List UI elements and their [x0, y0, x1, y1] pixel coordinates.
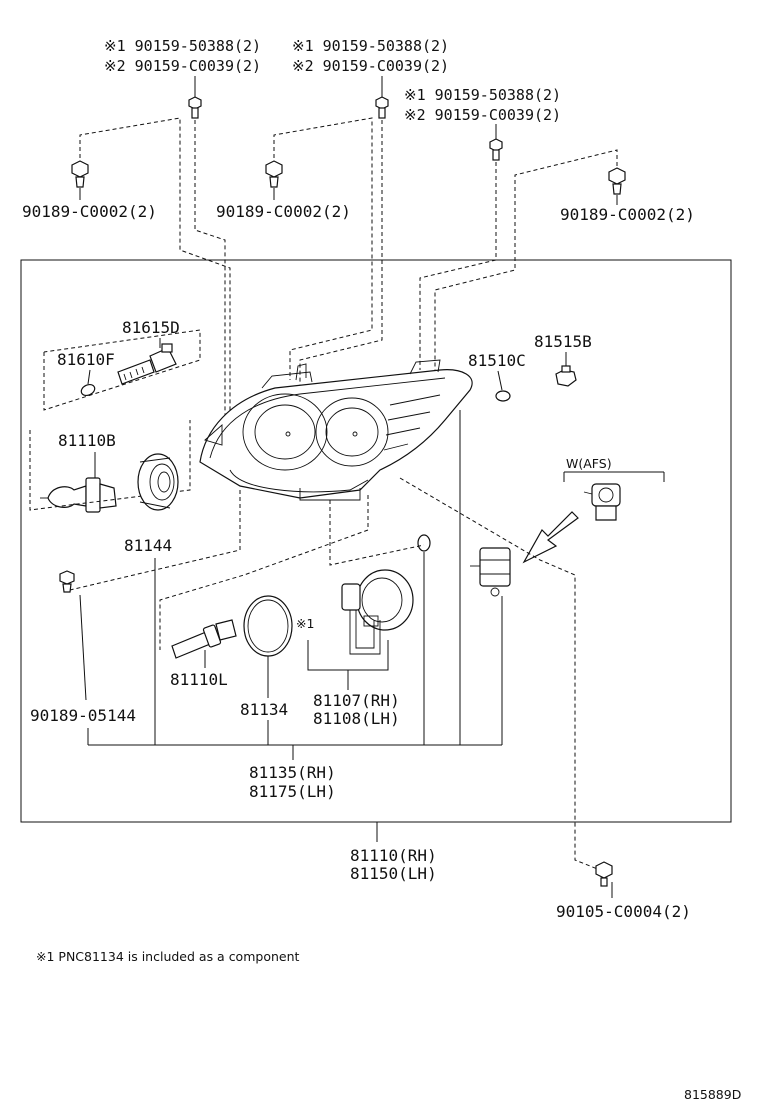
- label-81135: 81135(RH): [249, 763, 336, 782]
- footnote: ※1 PNC81134 is included as a component: [36, 949, 300, 964]
- afs-motor-icon: [583, 483, 621, 521]
- label-clip-left: 90189-C0002(2): [22, 202, 157, 221]
- guide-dashed: [329, 500, 425, 566]
- label-bolt-left-2: ※2 90159-C0039(2): [104, 57, 261, 75]
- label-w-afs: W(AFS): [566, 456, 612, 471]
- label-81175: 81175(LH): [249, 782, 336, 801]
- guide-dashed: [299, 120, 383, 395]
- socket-81615d-icon: [117, 343, 177, 385]
- leveling-actuator-icon: [470, 547, 511, 597]
- screw-icon: [595, 861, 613, 887]
- arrow-icon: [522, 511, 579, 564]
- label-bolt-mid-2: ※2 90159-C0039(2): [292, 57, 449, 75]
- clip-icon: [265, 160, 283, 188]
- bracket-81107: [307, 640, 389, 671]
- label-mark-1: ※1: [296, 616, 314, 631]
- label-81107: 81107(RH): [313, 691, 400, 710]
- guide-dashed: [419, 162, 497, 370]
- label-clip-mid: 90189-C0002(2): [216, 202, 351, 221]
- diagram-id: 815889D: [684, 1087, 741, 1102]
- guide-dashed: [399, 477, 601, 871]
- label-90105: 90105-C0004(2): [556, 902, 691, 921]
- bolt-icon: [188, 96, 202, 119]
- label-81110L: 81110L: [170, 670, 228, 689]
- clip-icon: [71, 160, 89, 188]
- bulb-81110b-icon: [40, 477, 117, 513]
- guide-dashed: [434, 149, 618, 375]
- label-clip-right: 90189-C0002(2): [560, 205, 695, 224]
- assembly-frame: [20, 259, 732, 823]
- bulb-81510c-icon: [495, 390, 511, 402]
- guide-dashed: [29, 420, 191, 511]
- guide-dashed: [159, 495, 369, 650]
- label-81515B: 81515B: [534, 332, 592, 351]
- ballast-81107-icon: [341, 569, 414, 655]
- label-bolt-right-2: ※2 90159-C0039(2): [404, 106, 561, 124]
- socket-81515b-icon: [555, 365, 577, 387]
- leader-81510C: [497, 370, 503, 391]
- headlamp-housing: [199, 359, 473, 501]
- label-90189-05144: 90189-05144: [30, 706, 136, 725]
- bolt-icon: [489, 138, 503, 161]
- guide-dashed: [273, 117, 373, 380]
- bulb-81610f-icon: [80, 383, 96, 397]
- label-81108: 81108(LH): [313, 709, 400, 728]
- clip-90189-05144-icon: [59, 570, 75, 593]
- guide-dashed: [194, 120, 226, 420]
- guide-dashed: [69, 490, 241, 591]
- label-bolt-mid-1: ※1 90159-50388(2): [292, 37, 449, 55]
- label-bolt-right-1: ※1 90159-50388(2): [404, 86, 561, 104]
- bracket-w-afs: [563, 471, 665, 482]
- bulb-81110l-icon: [171, 619, 237, 659]
- label-81144: 81144: [124, 536, 172, 555]
- label-81150: 81150(LH): [350, 864, 437, 883]
- label-81610F: 81610F: [57, 350, 115, 369]
- label-bolt-left-1: ※1 90159-50388(2): [104, 37, 261, 55]
- label-81510C: 81510C: [468, 351, 526, 370]
- guide-dashed: [79, 117, 231, 430]
- bolt-icon: [375, 96, 389, 119]
- label-81110B: 81110B: [58, 431, 116, 450]
- leader-81610F: [87, 369, 91, 385]
- leader-90189-05144: [79, 594, 87, 701]
- gasket-81134-icon: [243, 595, 293, 657]
- label-81110: 81110(RH): [350, 846, 437, 865]
- cap-81144-icon: [137, 453, 179, 511]
- label-81615D: 81615D: [122, 318, 180, 337]
- clip-icon: [608, 167, 626, 195]
- label-81134: 81134: [240, 700, 288, 719]
- o-ring-icon: [417, 534, 431, 552]
- guide-dashed: [43, 329, 201, 411]
